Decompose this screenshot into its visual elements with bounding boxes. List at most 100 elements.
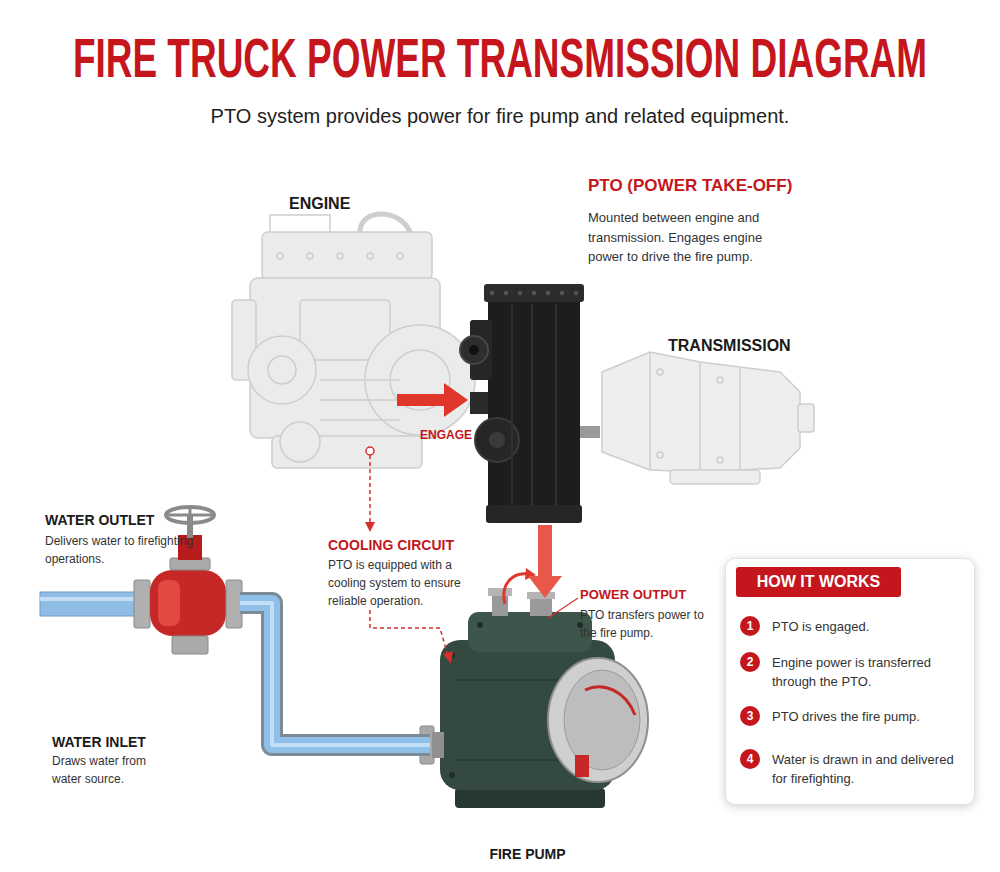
transmission-illustration <box>717 457 723 463</box>
step-number: 3 <box>740 706 760 726</box>
arrow-head <box>528 576 562 598</box>
gate-valve <box>150 570 226 636</box>
transmission-illustration <box>717 377 723 383</box>
pto-gearbox <box>460 284 584 523</box>
transmission-illustration <box>670 470 760 484</box>
engine-illustration <box>268 356 296 384</box>
fire-pump-illustration <box>432 732 444 758</box>
part-name: PTO (POWER TAKE-OFF) <box>588 176 792 196</box>
fire-pump-illustration <box>449 772 455 778</box>
part-description: Delivers water to firefighting operation… <box>45 532 195 568</box>
step-text: Engine power is transferred through the … <box>772 653 962 691</box>
diagram-title: FIRE TRUCK POWER TRANSMISSION DIAGRAM <box>38 30 962 86</box>
engine-illustration <box>270 215 330 232</box>
panel-heading: HOW IT WORKS <box>736 567 901 597</box>
fire-pump-illustration <box>527 592 555 599</box>
part-name: FIRE PUMP <box>420 846 635 862</box>
drive-shaft <box>580 432 600 433</box>
part-name: TRANSMISSION <box>668 336 791 356</box>
step-text: PTO is engaged. <box>772 617 962 636</box>
leader-line <box>548 598 578 618</box>
gate-valve <box>166 507 214 523</box>
engine-illustration <box>367 253 373 259</box>
transmission-illustration <box>650 352 740 472</box>
part-name: WATER OUTLET <box>45 512 154 528</box>
leader-line <box>370 455 448 656</box>
gate-valve <box>40 507 242 654</box>
pto-gearbox <box>484 284 584 302</box>
fire-pump-illustration <box>420 726 434 764</box>
part-description: Mounted between engine and transmission.… <box>588 208 778 267</box>
leader-line <box>369 455 371 524</box>
water-inlet-node: WATER INLET Draws water from water source… <box>48 730 198 795</box>
fire-pump-illustration <box>468 612 592 652</box>
leader-line <box>370 610 448 656</box>
pto-gearbox <box>489 432 505 448</box>
step-item: 4Water is drawn in and delivered for fir… <box>740 749 965 799</box>
fire-pump-illustration <box>525 568 536 580</box>
gate-valve <box>226 580 242 628</box>
transmission-illustration <box>602 352 814 484</box>
info-panel: HOW IT WORKS 1 PTO is engaged. 2Engine powe… <box>725 558 975 805</box>
fire-pump-illustration <box>548 658 648 782</box>
fire-pump-illustration <box>420 568 648 808</box>
pipe-wall <box>240 603 430 745</box>
fire-pump-illustration <box>492 594 508 616</box>
power-arrow <box>528 525 562 598</box>
pto-gearbox <box>460 336 488 364</box>
transmission-illustration <box>798 404 814 432</box>
pto-gearbox <box>574 291 578 295</box>
pto-gearbox <box>546 291 550 295</box>
water-outlet-node: WATER OUTLET Delivers water to firefighti… <box>40 510 240 665</box>
pto-gearbox <box>532 291 536 295</box>
fire-pump-illustration <box>455 788 605 808</box>
leader-dot <box>366 447 374 455</box>
fire-pump-illustration <box>477 622 483 628</box>
step-item: 3 PTO drives the fire pump. <box>740 706 965 742</box>
transmission-illustration <box>657 452 663 458</box>
gate-valve <box>40 592 140 616</box>
engine-illustration <box>277 253 283 259</box>
part-name: WATER INLET <box>52 734 146 750</box>
gate-valve <box>172 636 208 654</box>
engine-illustration <box>307 253 313 259</box>
step-number: 1 <box>740 616 760 636</box>
transmission-illustration <box>602 352 800 472</box>
engine-illustration <box>320 380 400 420</box>
pto-gearbox <box>504 291 508 295</box>
pto-gearbox <box>469 345 479 355</box>
engine-node: ENGINE <box>225 190 397 470</box>
leader-arrowhead <box>443 651 453 664</box>
pto-node: PTO (POWER TAKE-OFF)Mounted between engi… <box>468 285 580 525</box>
fire-pump-illustration <box>575 755 589 777</box>
callout-text: PTO is equipped with a cooling system to… <box>328 556 468 610</box>
step-text: PTO drives the fire pump. <box>772 707 962 726</box>
fire-pump-illustration <box>504 574 528 604</box>
pipe-highlight <box>240 603 430 745</box>
callout-heading: COOLING CIRCUIT <box>328 537 454 553</box>
pto-gearbox <box>486 505 582 523</box>
engine-illustration <box>397 253 403 259</box>
pto-gearbox <box>488 292 580 518</box>
pto-gearbox <box>518 291 522 295</box>
engine-illustration <box>248 336 316 404</box>
gate-valve <box>40 597 140 601</box>
gate-valve <box>158 580 180 626</box>
part-description: Draws water from water source. <box>52 752 164 788</box>
step-item: 1 PTO is engaged. <box>740 616 965 652</box>
edge-label: ENGAGE <box>420 428 472 442</box>
step-item: 2Engine power is transferred through the… <box>740 652 965 702</box>
water-pipe <box>240 603 430 745</box>
diagram-caption: PTO system provides power for fire pump … <box>0 104 1000 128</box>
callout-heading: POWER OUTPUT <box>580 587 686 603</box>
pto-gearbox <box>512 304 556 505</box>
fire-pump-illustration <box>530 598 552 616</box>
transmission-illustration <box>657 369 663 375</box>
transmission-node: TRANSMISSION <box>600 335 812 475</box>
leader-arrowhead <box>365 522 375 532</box>
pto-gearbox <box>560 291 564 295</box>
step-text: Water is drawn in and delivered for fire… <box>772 750 962 788</box>
shaft-body <box>580 426 600 438</box>
engine-illustration <box>232 214 475 468</box>
